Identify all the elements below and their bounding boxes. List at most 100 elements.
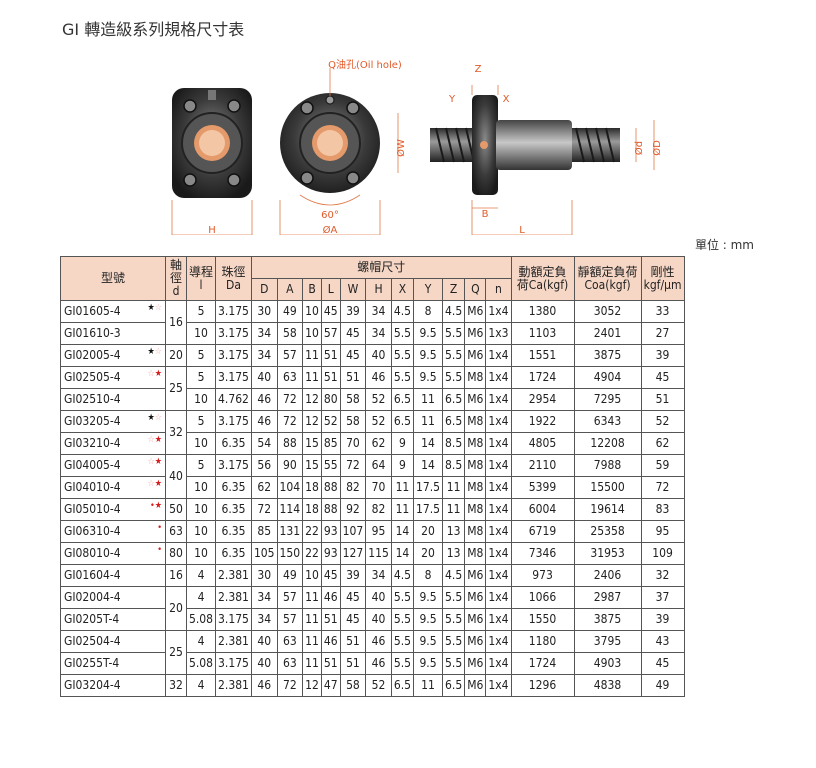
dim-n-cell: 1x4 xyxy=(485,630,512,653)
dim-b-cell: 10 xyxy=(302,300,322,323)
dim-a-cell: 88 xyxy=(276,432,304,455)
dim-y-cell: 17.5 xyxy=(413,476,444,499)
dim-w-cell: 45 xyxy=(339,322,367,345)
dim-d-cell: 34 xyxy=(250,586,278,609)
static-load-cell: 7295 xyxy=(573,388,642,411)
header-static-load: 靜額定負荷Coa(kgf) xyxy=(573,256,642,301)
dim-w-label: ØW xyxy=(395,139,407,157)
ball-dia-cell: 2.381 xyxy=(215,586,252,609)
static-load-cell: 15500 xyxy=(573,476,642,499)
shaft-dia-cell: 32 xyxy=(165,410,187,455)
ball-dia-cell: 3.175 xyxy=(215,300,252,323)
shaft-dia-cell: 63 xyxy=(165,520,187,543)
dim-q-cell: M8 xyxy=(464,410,487,433)
model-cell: GI06310-4• xyxy=(60,520,166,543)
header-dim-q: Q xyxy=(464,278,487,301)
dim-q-cell: M8 xyxy=(464,454,487,477)
ball-dia-cell: 2.381 xyxy=(215,674,252,697)
dim-b-cell: 10 xyxy=(302,322,322,345)
lead-cell: 10 xyxy=(185,542,217,565)
rigidity-cell: 45 xyxy=(640,652,685,675)
dim-y-cell: 9.5 xyxy=(413,652,444,675)
dim-b-cell: 12 xyxy=(302,388,322,411)
dim-h-cell: 52 xyxy=(365,388,392,411)
dim-l-cell: 51 xyxy=(320,366,341,389)
dim-w-cell: 82 xyxy=(339,476,367,499)
dim-n-cell: 1x4 xyxy=(485,454,512,477)
dim-w-cell: 107 xyxy=(339,520,367,543)
dim-z-cell: 5.5 xyxy=(442,366,466,389)
flange-front-view xyxy=(279,68,399,235)
dim-w-cell: 51 xyxy=(339,652,367,675)
lead-cell: 10 xyxy=(185,520,217,543)
model-cell: GI02510-4 xyxy=(60,388,166,411)
dim-y-cell: 9.5 xyxy=(413,608,444,631)
dim-z-cell: 5.5 xyxy=(442,630,466,653)
lead-cell: 10 xyxy=(185,498,217,521)
dim-h-cell: 46 xyxy=(365,652,392,675)
model-cell: GI03204-4 xyxy=(60,674,166,697)
shaft-dia-cell: 80 xyxy=(165,542,187,565)
availability-marks: ☆★ xyxy=(147,370,162,379)
header-dim-d: D xyxy=(250,278,278,301)
ball-dia-cell: 3.175 xyxy=(215,322,252,345)
model-cell: GI02505-4 ☆★ xyxy=(60,366,166,389)
dim-h-cell: 46 xyxy=(365,366,392,389)
header-shaft-dia: 軸徑d xyxy=(165,256,187,301)
dim-x-cell: 14 xyxy=(390,542,415,565)
header-model: 型號 xyxy=(60,256,166,301)
dim-z-cell: 11 xyxy=(442,498,466,521)
dim-x-cell: 6.5 xyxy=(390,388,415,411)
availability-marks: •★ xyxy=(150,502,162,511)
red-star-icon: ★ xyxy=(154,501,162,511)
dim-a-label: ØA xyxy=(323,224,338,235)
dim-h-cell: 62 xyxy=(365,432,392,455)
dim-h-cell: 64 xyxy=(365,454,392,477)
dim-x-cell: 4.5 xyxy=(390,564,415,587)
dim-h-cell: 40 xyxy=(365,608,392,631)
dim-x-cell: 5.5 xyxy=(390,652,415,675)
dynamic-load-cell: 2954 xyxy=(510,388,575,411)
dim-w-cell: 45 xyxy=(339,608,367,631)
dim-q-cell: M6 xyxy=(464,322,487,345)
hollow-star-icon: ☆ xyxy=(147,435,155,445)
dim-h-cell: 40 xyxy=(365,586,392,609)
dim-q-cell: M8 xyxy=(464,498,487,521)
dim-z-cell: 5.5 xyxy=(442,608,466,631)
dim-y-cell: 17.5 xyxy=(413,498,444,521)
dim-n-cell: 1x4 xyxy=(485,388,512,411)
dim-q-cell: M8 xyxy=(464,542,487,565)
dim-a-cell: 90 xyxy=(276,454,304,477)
dim-n-cell: 1x3 xyxy=(485,322,512,345)
static-load-cell: 25358 xyxy=(573,520,642,543)
static-load-cell: 12208 xyxy=(573,432,642,455)
hollow-star-icon: ☆ xyxy=(147,369,155,379)
model-name: GI08010-4 xyxy=(64,546,121,560)
ball-dia-cell: 4.762 xyxy=(215,388,252,411)
dim-w-cell: 92 xyxy=(339,498,367,521)
dim-z-cell: 4.5 xyxy=(442,300,466,323)
dynamic-load-cell: 1296 xyxy=(510,674,575,697)
dim-q-cell: M6 xyxy=(464,674,487,697)
hollow-star-icon: ☆ xyxy=(154,413,162,423)
ball-dia-cell: 3.175 xyxy=(215,608,252,631)
dynamic-load-cell: 2110 xyxy=(510,454,575,477)
dim-a-cell: 58 xyxy=(276,322,304,345)
dim-w-cell: 51 xyxy=(339,366,367,389)
model-name: GI02505-4 xyxy=(64,370,121,384)
flange-side-view xyxy=(171,88,253,235)
dim-l-cell: 80 xyxy=(320,388,341,411)
red-dot-icon: • xyxy=(149,501,155,511)
model-name: GI02504-4 xyxy=(64,634,121,648)
dim-a-cell: 57 xyxy=(276,608,304,631)
dim-x-cell: 5.5 xyxy=(390,322,415,345)
model-name: GI05010-4 xyxy=(64,502,121,516)
dim-z-cell: 5.5 xyxy=(442,344,466,367)
dim-a-cell: 131 xyxy=(276,520,304,543)
